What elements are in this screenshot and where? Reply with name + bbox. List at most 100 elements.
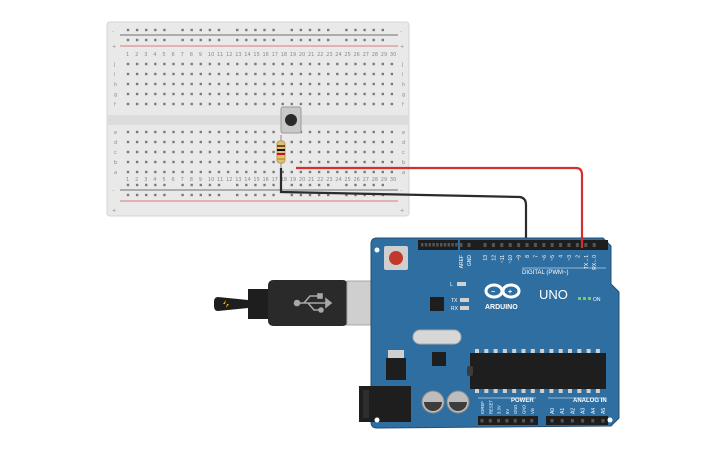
rail-hole[interactable] bbox=[126, 38, 130, 42]
analog-pin-hole[interactable] bbox=[570, 419, 574, 423]
breadboard-hole[interactable] bbox=[199, 140, 202, 144]
breadboard-hole[interactable] bbox=[145, 92, 148, 96]
breadboard-hole[interactable] bbox=[363, 160, 366, 164]
breadboard-hole[interactable] bbox=[199, 130, 202, 134]
breadboard-hole[interactable] bbox=[245, 130, 248, 134]
breadboard-hole[interactable] bbox=[390, 92, 394, 96]
breadboard-hole[interactable] bbox=[299, 62, 303, 66]
breadboard-hole[interactable] bbox=[381, 102, 384, 106]
rail-hole[interactable] bbox=[354, 193, 357, 197]
breadboard-hole[interactable] bbox=[181, 130, 184, 134]
breadboard-hole[interactable] bbox=[245, 62, 248, 66]
breadboard-hole[interactable] bbox=[336, 170, 339, 174]
breadboard-hole[interactable] bbox=[172, 62, 175, 66]
breadboard-hole[interactable] bbox=[354, 102, 357, 106]
breadboard-hole[interactable] bbox=[181, 62, 184, 66]
digital-pin-hole[interactable] bbox=[525, 243, 529, 247]
breadboard-hole[interactable] bbox=[199, 82, 202, 86]
rail-hole[interactable] bbox=[126, 28, 130, 32]
breadboard-hole[interactable] bbox=[290, 140, 293, 144]
breadboard-hole[interactable] bbox=[145, 170, 148, 174]
rail-hole[interactable] bbox=[135, 183, 139, 187]
breadboard-hole[interactable] bbox=[226, 140, 230, 144]
breadboard-hole[interactable] bbox=[245, 72, 248, 76]
rail-hole[interactable] bbox=[372, 28, 375, 32]
rail-hole[interactable] bbox=[381, 183, 384, 187]
breadboard-hole[interactable] bbox=[372, 170, 375, 174]
breadboard-hole[interactable] bbox=[217, 160, 221, 164]
breadboard-hole[interactable] bbox=[126, 62, 130, 66]
breadboard-hole[interactable] bbox=[281, 170, 284, 174]
rail-hole[interactable] bbox=[245, 193, 248, 197]
breadboard-hole[interactable] bbox=[199, 62, 202, 66]
rail-hole[interactable] bbox=[154, 193, 157, 197]
breadboard-hole[interactable] bbox=[327, 62, 330, 66]
breadboard-hole[interactable] bbox=[254, 160, 257, 164]
breadboard-hole[interactable] bbox=[163, 170, 166, 174]
rail-hole[interactable] bbox=[317, 193, 321, 197]
breadboard-hole[interactable] bbox=[245, 102, 248, 106]
breadboard-hole[interactable] bbox=[217, 92, 221, 96]
breadboard-hole[interactable] bbox=[390, 72, 394, 76]
breadboard-hole[interactable] bbox=[317, 170, 321, 174]
breadboard-hole[interactable] bbox=[126, 160, 130, 164]
rail-hole[interactable] bbox=[163, 38, 166, 42]
breadboard-hole[interactable] bbox=[226, 150, 230, 154]
rail-hole[interactable] bbox=[236, 183, 239, 187]
rail-hole[interactable] bbox=[245, 38, 248, 42]
rail-hole[interactable] bbox=[272, 183, 275, 187]
rail-hole[interactable] bbox=[299, 28, 303, 32]
breadboard-hole[interactable] bbox=[317, 82, 321, 86]
rail-hole[interactable] bbox=[181, 183, 184, 187]
rail-hole[interactable] bbox=[199, 28, 202, 32]
rail-hole[interactable] bbox=[208, 38, 212, 42]
breadboard-hole[interactable] bbox=[217, 150, 221, 154]
breadboard-hole[interactable] bbox=[345, 160, 348, 164]
breadboard-hole[interactable] bbox=[299, 160, 303, 164]
rail-hole[interactable] bbox=[299, 193, 303, 197]
breadboard-hole[interactable] bbox=[390, 82, 394, 86]
breadboard-hole[interactable] bbox=[363, 140, 366, 144]
breadboard-hole[interactable] bbox=[381, 130, 384, 134]
breadboard-hole[interactable] bbox=[208, 160, 212, 164]
breadboard-hole[interactable] bbox=[390, 150, 394, 154]
rail-hole[interactable] bbox=[208, 183, 212, 187]
breadboard-hole[interactable] bbox=[217, 140, 221, 144]
breadboard-hole[interactable] bbox=[163, 140, 166, 144]
breadboard-hole[interactable] bbox=[154, 150, 157, 154]
breadboard-hole[interactable] bbox=[245, 170, 248, 174]
breadboard-hole[interactable] bbox=[236, 150, 239, 154]
breadboard-hole[interactable] bbox=[290, 92, 293, 96]
breadboard-hole[interactable] bbox=[172, 160, 175, 164]
breadboard-hole[interactable] bbox=[154, 102, 157, 106]
breadboard-hole[interactable] bbox=[308, 82, 312, 86]
breadboard-hole[interactable] bbox=[308, 150, 312, 154]
breadboard-hole[interactable] bbox=[154, 170, 157, 174]
rail-hole[interactable] bbox=[190, 193, 193, 197]
rail-hole[interactable] bbox=[317, 28, 321, 32]
rail-hole[interactable] bbox=[199, 38, 202, 42]
breadboard-hole[interactable] bbox=[263, 130, 266, 134]
breadboard-hole[interactable] bbox=[126, 72, 130, 76]
rail-hole[interactable] bbox=[363, 193, 366, 197]
breadboard-hole[interactable] bbox=[345, 170, 348, 174]
breadboard-hole[interactable] bbox=[126, 92, 130, 96]
breadboard-hole[interactable] bbox=[217, 170, 221, 174]
breadboard-hole[interactable] bbox=[345, 82, 348, 86]
breadboard-hole[interactable] bbox=[354, 140, 357, 144]
breadboard-hole[interactable] bbox=[281, 62, 284, 66]
breadboard-hole[interactable] bbox=[308, 140, 312, 144]
breadboard-hole[interactable] bbox=[245, 92, 248, 96]
rail-hole[interactable] bbox=[135, 28, 139, 32]
breadboard-hole[interactable] bbox=[208, 102, 212, 106]
breadboard-hole[interactable] bbox=[308, 170, 312, 174]
rail-hole[interactable] bbox=[154, 183, 157, 187]
breadboard-hole[interactable] bbox=[126, 140, 130, 144]
rail-hole[interactable] bbox=[263, 193, 266, 197]
breadboard-hole[interactable] bbox=[281, 92, 284, 96]
breadboard-hole[interactable] bbox=[145, 72, 148, 76]
rail-hole[interactable] bbox=[236, 38, 239, 42]
rail-hole[interactable] bbox=[217, 38, 221, 42]
digital-pin-hole[interactable] bbox=[517, 243, 521, 247]
breadboard-hole[interactable] bbox=[145, 62, 148, 66]
